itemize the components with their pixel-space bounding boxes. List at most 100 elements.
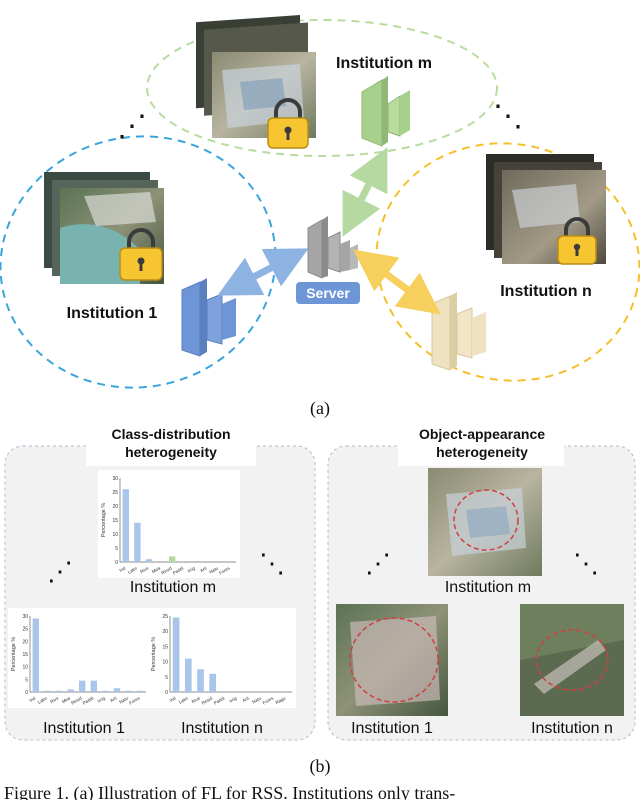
bar <box>169 556 176 562</box>
bar <box>90 680 97 692</box>
bar <box>197 669 204 692</box>
y-axis-label: Percentage % <box>101 503 107 538</box>
lock-icon <box>119 228 163 281</box>
x-tick-label: Natu <box>118 695 129 704</box>
bar <box>172 617 180 692</box>
y-tick-label: 0 <box>165 690 168 696</box>
x-tick-label: Rive <box>49 695 60 704</box>
x-tick-label: Resid <box>160 565 173 575</box>
bar <box>134 522 141 562</box>
x-tick-label: Paddi <box>172 566 184 576</box>
y-tick-label: 10 <box>162 660 168 666</box>
right-title-box <box>398 424 564 466</box>
y-tick-label: 5 <box>115 546 118 552</box>
ellipsis-right: ⋱ <box>493 100 523 133</box>
chart-background <box>8 608 150 708</box>
institution-m-region <box>146 19 498 157</box>
bar <box>55 690 63 692</box>
arrow-server-m <box>342 147 388 237</box>
y-tick-label: 25 <box>22 627 28 633</box>
x-tick-label: Paddi <box>82 696 94 706</box>
x-tick-label: Resid <box>201 695 214 705</box>
server-badge <box>296 282 360 304</box>
x-tick-label: Arti <box>199 566 207 574</box>
server-model-icon <box>307 216 358 279</box>
arrow-server-n <box>353 249 441 315</box>
right-panel-title-2: heterogeneity <box>436 444 528 460</box>
x-tick-label: Ind <box>169 695 177 703</box>
right-panel-title: Object-appearance <box>419 426 545 442</box>
y-tick-label: 15 <box>162 644 168 650</box>
x-tick-label: Paddi <box>213 696 225 706</box>
chart-caption-m: Institution m <box>130 579 216 596</box>
y-tick-label: 20 <box>112 504 118 510</box>
x-tick-label: Mea <box>151 565 162 574</box>
x-tick-label: Irrig <box>187 565 197 573</box>
institution-1-label: Institution 1 <box>67 305 158 322</box>
image-caption-n: Institution n <box>531 720 613 737</box>
appearance-image-1 <box>336 604 448 716</box>
x-tick-label: Ragu <box>275 695 287 705</box>
x-tick-label: Resid <box>70 695 83 705</box>
server-label: Server <box>306 285 350 301</box>
x-tick-label: Ind <box>118 565 126 573</box>
label-a: (a) <box>310 398 330 419</box>
model-1-icon <box>181 278 236 357</box>
image-caption-1: Institution 1 <box>351 720 433 737</box>
x-tick-label: Rive <box>191 695 202 704</box>
model-m-icon <box>361 76 410 147</box>
x-tick-label: Ind <box>28 695 36 703</box>
bar <box>44 690 51 692</box>
bar <box>102 690 109 692</box>
x-tick-label: Fores <box>218 565 231 575</box>
y-tick-label: 20 <box>162 629 168 635</box>
y-tick-label: 30 <box>112 476 118 482</box>
label-b: (b) <box>310 756 331 777</box>
y-tick-label: 15 <box>22 652 28 658</box>
bar <box>79 680 86 692</box>
y-tick-label: 5 <box>25 677 28 683</box>
x-tick-label: Mea <box>61 695 72 704</box>
x-tick-label: Arti <box>109 696 117 704</box>
y-tick-label: 25 <box>112 490 118 496</box>
y-tick-label: 0 <box>25 690 28 696</box>
x-tick-label: Arti <box>241 696 249 704</box>
bar <box>145 559 153 562</box>
appearance-image-m <box>428 468 542 576</box>
lock-icon <box>267 98 309 149</box>
x-tick-label: Lake <box>178 695 189 704</box>
institution-m-label: Institution m <box>336 55 432 72</box>
bar <box>137 690 144 692</box>
x-tick-label: Fores <box>262 695 275 705</box>
chart-background <box>148 608 296 708</box>
appearance-image-n <box>520 604 624 716</box>
left-panel-title: Class-distribution <box>111 426 230 442</box>
bar <box>125 690 132 692</box>
y-tick-label: 10 <box>22 665 28 671</box>
x-tick-label: Fores <box>128 695 141 705</box>
y-tick-label: 5 <box>165 675 168 681</box>
bar <box>209 673 217 692</box>
image-caption-m: Institution m <box>445 579 531 596</box>
ellipsis-image-left: ⋰ <box>365 548 391 578</box>
x-tick-label: Natu <box>251 695 262 704</box>
institution-1-region <box>0 135 277 389</box>
ellipsis-chart-left: ⋰ <box>47 556 73 586</box>
y-axis-label: Percentage % <box>151 637 157 672</box>
y-tick-label: 20 <box>22 639 28 645</box>
ellipsis-image-right: ⋱ <box>573 548 599 578</box>
y-tick-label: 10 <box>112 532 118 538</box>
chart-background <box>98 470 240 578</box>
chart-caption-n: Institution n <box>181 720 263 737</box>
x-tick-label: Irrig <box>228 695 238 703</box>
model-n-icon <box>431 292 486 371</box>
part-b: Class-distribution heterogeneity Object-… <box>4 424 636 777</box>
bar <box>184 658 192 692</box>
ellipsis-chart-right: ⋱ <box>259 548 285 578</box>
ellipsis-left: ⋰ <box>117 110 147 143</box>
bar <box>122 489 129 562</box>
x-tick-label: Lake <box>127 565 138 574</box>
